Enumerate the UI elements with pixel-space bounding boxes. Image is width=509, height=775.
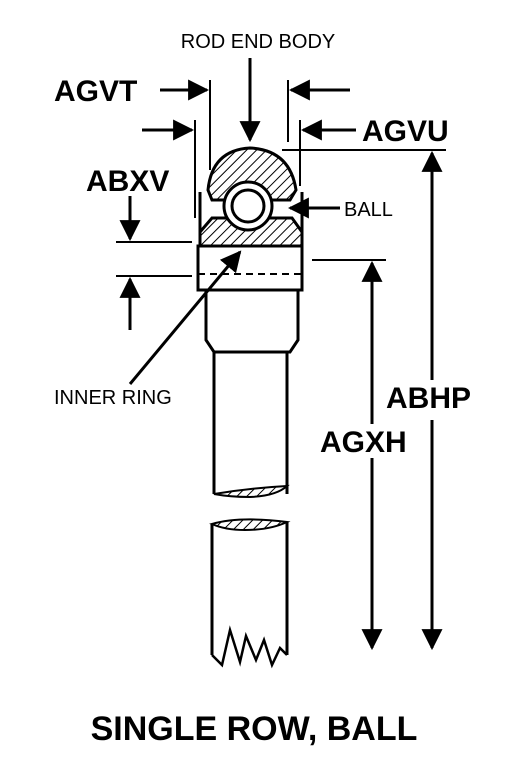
abhp-dimension: ABHP	[282, 149, 471, 651]
inner-ring-label: INNER RING	[54, 387, 172, 409]
inner-ring-callout: INNER RING	[54, 250, 242, 409]
shank-upper	[204, 290, 300, 499]
abhp-label: ABHP	[386, 382, 471, 415]
agvu-dimension: AGVU	[287, 79, 449, 186]
rod-end-body-callout: ROD END BODY	[181, 31, 335, 143]
rod-end-body-label: ROD END BODY	[181, 31, 335, 53]
diagram-title: SINGLE ROW, BALL	[91, 710, 418, 748]
ball-label: BALL	[344, 199, 393, 221]
agvt-dimension: AGVT	[54, 75, 211, 218]
ball	[222, 180, 274, 232]
agxh-label: AGXH	[320, 426, 407, 459]
agvt-label: AGVT	[54, 75, 137, 108]
agxh-dimension: AGXH	[312, 259, 407, 651]
abxv-label: ABXV	[86, 165, 169, 198]
shank-lower	[209, 518, 291, 669]
agvu-label: AGVU	[362, 115, 449, 148]
ball-callout: BALL	[287, 197, 393, 221]
abxv-dimension: ABXV	[86, 165, 192, 330]
